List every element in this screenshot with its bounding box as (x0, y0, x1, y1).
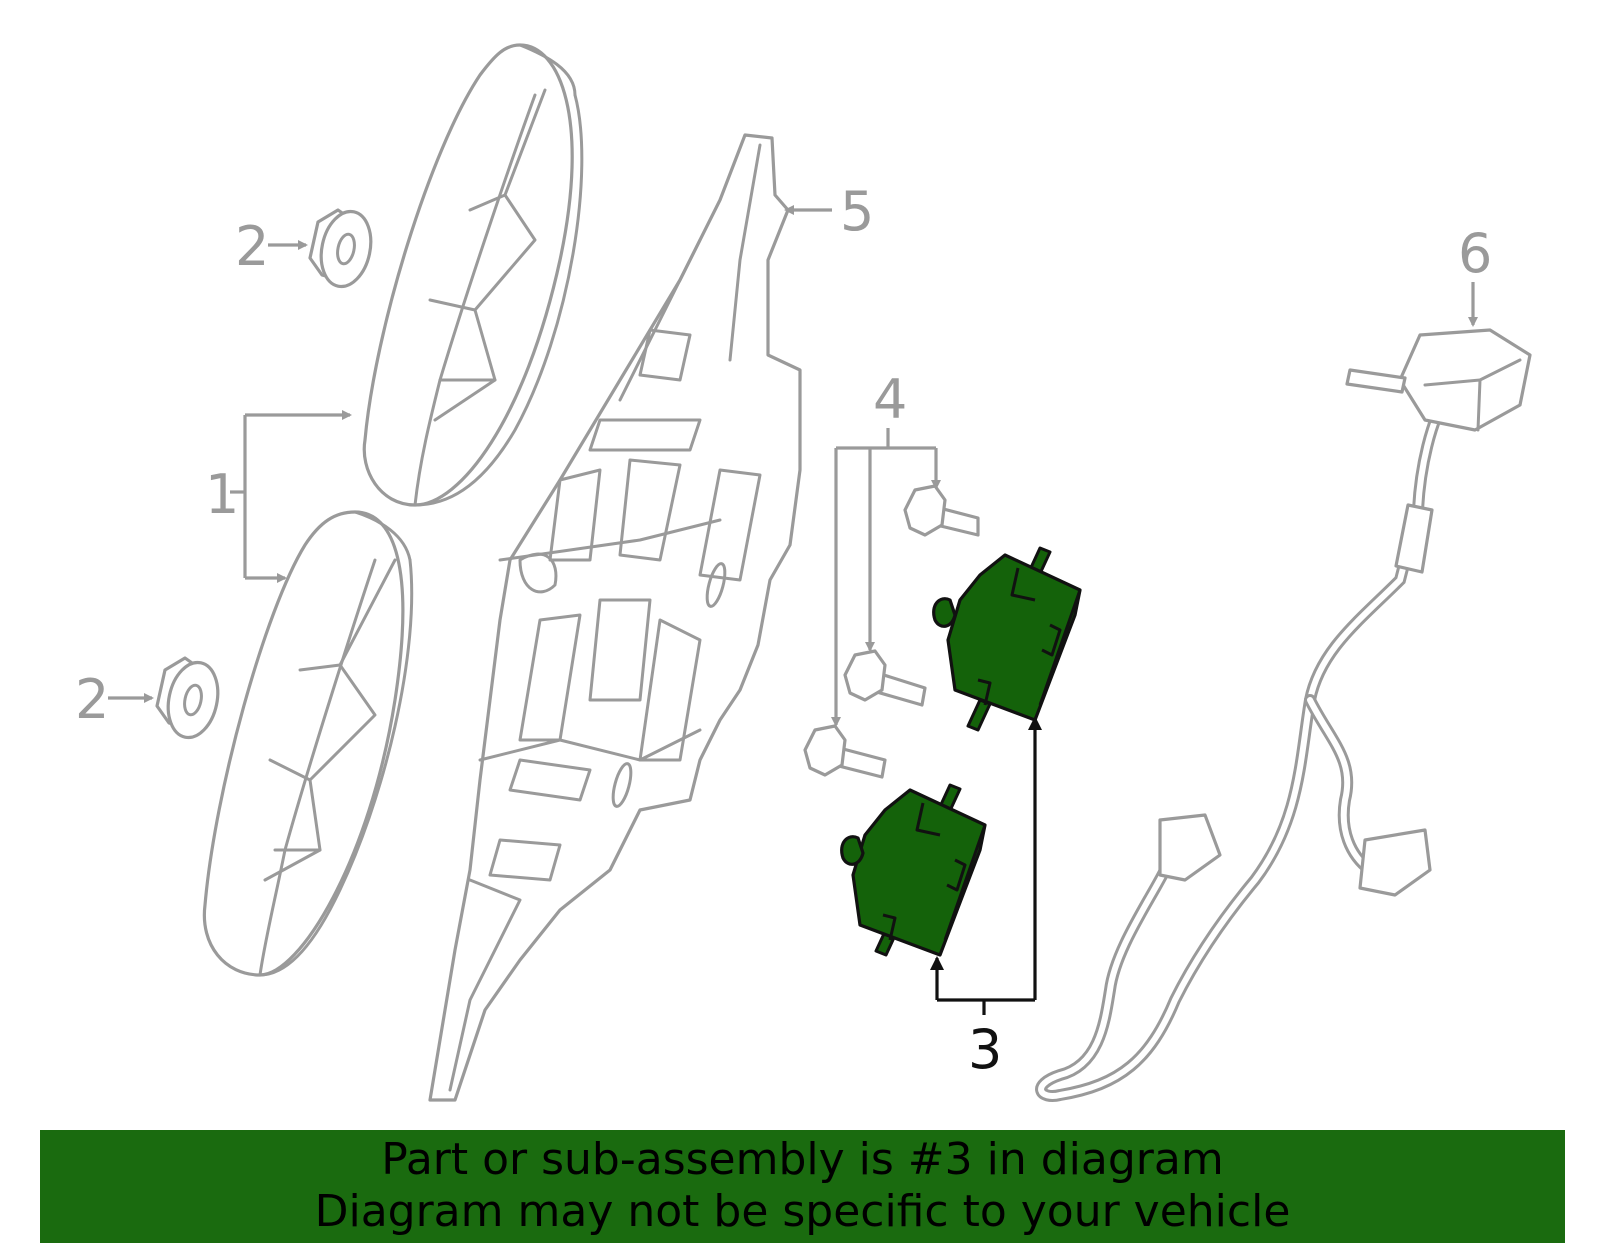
fan-motor-upper (932, 546, 1082, 732)
callout-6: 6 (1458, 222, 1492, 327)
bolt-3 (803, 724, 887, 779)
lower-fan-blade (202, 510, 414, 977)
callout-4: 4 (831, 368, 941, 727)
callout-2-lower: 2 (75, 668, 154, 731)
svg-text:6: 6 (1458, 222, 1492, 285)
svg-text:5: 5 (840, 180, 874, 243)
banner-line-part: Part or sub-assembly is #3 in diagram (381, 1134, 1224, 1185)
svg-text:2: 2 (235, 215, 269, 278)
callout-1: 1 (205, 410, 352, 583)
retainer-nut-upper (308, 208, 373, 289)
disclaimer-banner: Part or sub-assembly is #3 in diagram Di… (40, 1130, 1565, 1243)
svg-text:3: 3 (968, 1018, 1002, 1081)
callout-2-upper: 2 (235, 215, 308, 278)
upper-fan-blade (362, 43, 584, 507)
callout-3: 3 (930, 716, 1042, 1081)
svg-text:1: 1 (205, 463, 239, 526)
retainer-nut-lower (155, 656, 220, 740)
callout-5: 5 (784, 180, 874, 243)
bolt-2 (843, 649, 927, 707)
bolt-1 (903, 484, 980, 537)
svg-text:2: 2 (75, 668, 109, 731)
parts-diagram: 1 2 2 5 4 6 3 (75, 43, 1532, 1102)
banner-line-disclaimer: Diagram may not be specific to your vehi… (314, 1186, 1291, 1237)
wiring-harness (1035, 328, 1532, 1102)
svg-text:4: 4 (873, 368, 907, 431)
fan-motor-lower (840, 783, 987, 957)
fan-shroud (428, 133, 802, 1102)
